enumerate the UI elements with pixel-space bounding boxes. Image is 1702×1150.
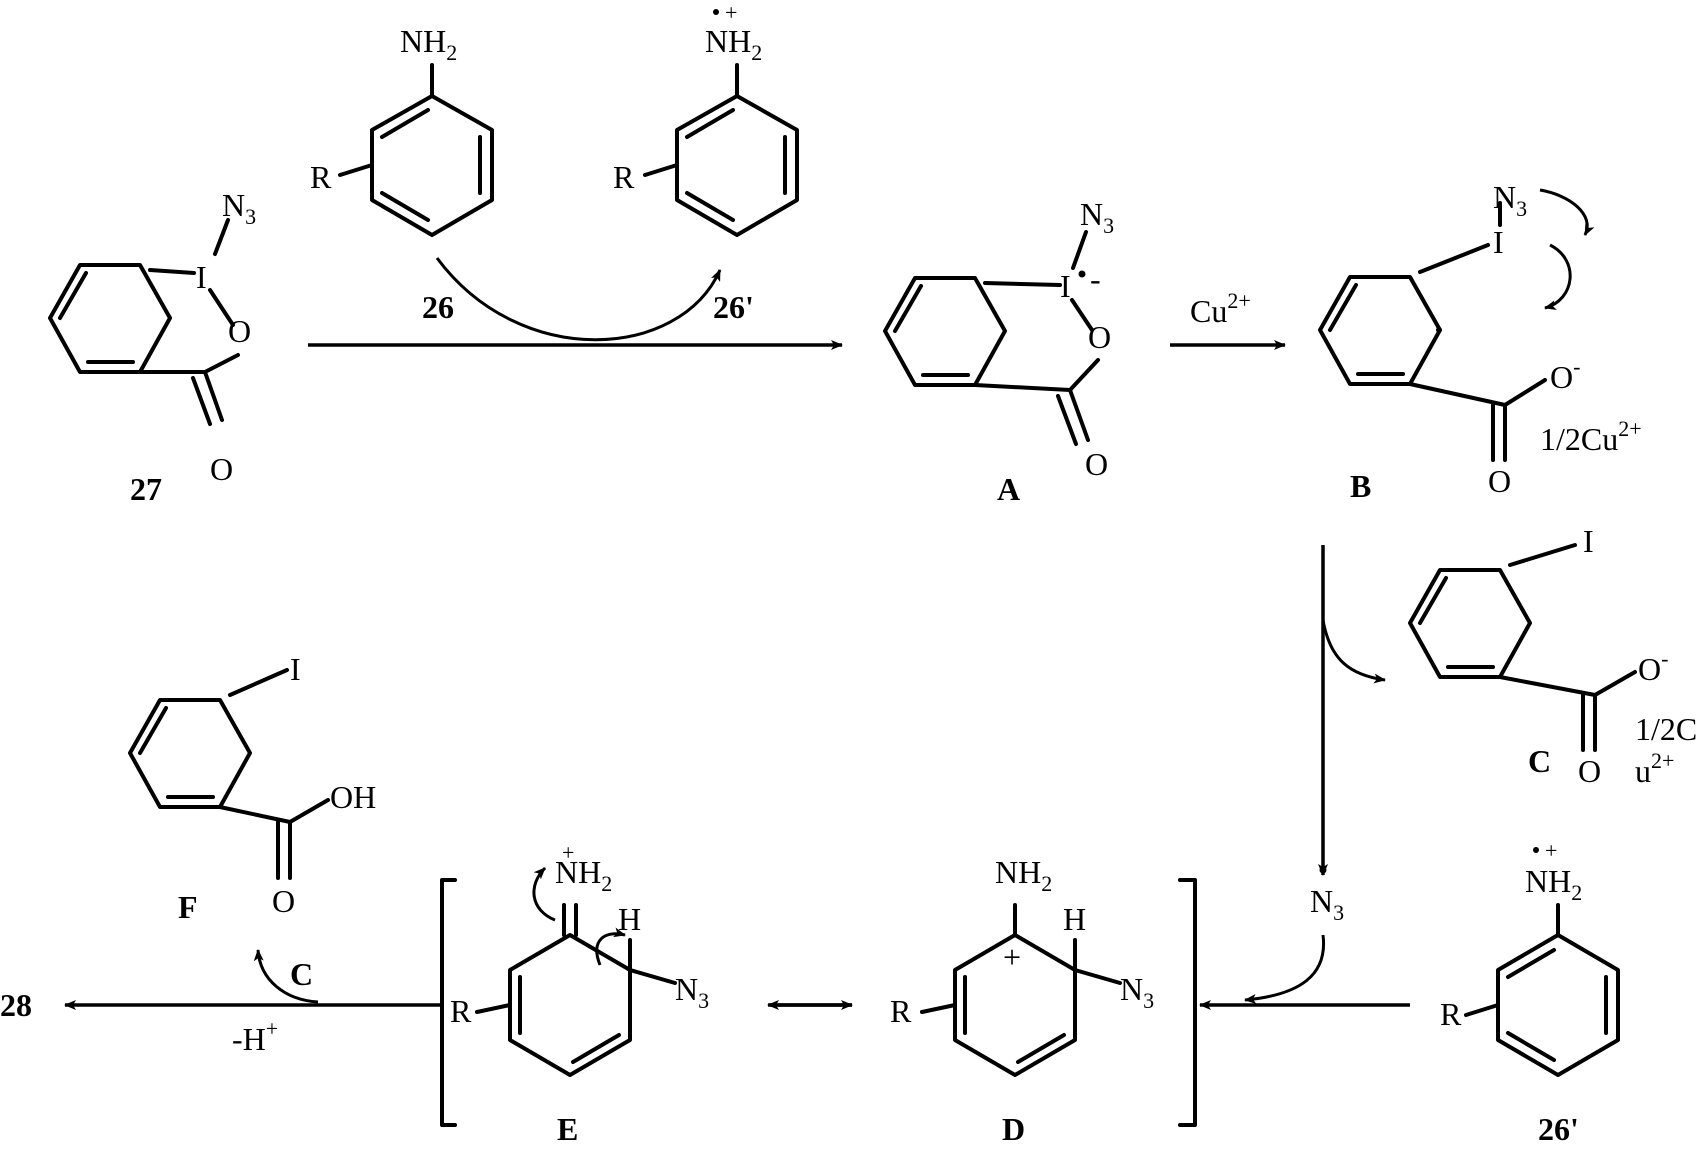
amine-label: NH2 bbox=[400, 23, 457, 65]
oxygen-atom: O bbox=[210, 451, 233, 487]
azide-label: N3 bbox=[222, 187, 256, 229]
iodine-atom: I bbox=[290, 651, 301, 687]
intermediate-B: I N3 O- O 1/2Cu2+ B bbox=[1318, 179, 1642, 504]
compound-27: I O O N3 27 bbox=[48, 187, 256, 507]
half-copper-label: 1/2C bbox=[1635, 711, 1697, 747]
azide-label: N3 bbox=[1310, 883, 1344, 925]
iodine-atom: I bbox=[196, 259, 207, 295]
compound-F: I OH O F bbox=[128, 651, 376, 925]
curved-arrow bbox=[253, 949, 319, 1004]
label-26: 26 bbox=[422, 289, 454, 325]
label-F: F bbox=[178, 889, 198, 925]
deprotonation-label: -H+ bbox=[232, 1016, 278, 1057]
azide-radical: N3 bbox=[1310, 866, 1344, 925]
intermediate-D: NH2 + H N3 R D bbox=[890, 854, 1154, 1147]
compound-26: NH2 R 26 bbox=[310, 23, 494, 325]
oxygen-atom: O bbox=[228, 313, 251, 349]
label-C: C bbox=[1528, 743, 1551, 779]
iodine-atom: I bbox=[1493, 224, 1504, 260]
label-B: B bbox=[1350, 468, 1371, 504]
azide-label: N3 bbox=[1080, 196, 1114, 238]
plus-charge: + bbox=[1545, 838, 1557, 863]
r-group: R bbox=[450, 993, 472, 1029]
oxygen-atom: O bbox=[1085, 446, 1108, 482]
plus-charge: + bbox=[725, 0, 737, 25]
oxygen-anion: O- bbox=[1638, 646, 1668, 687]
amine-radical-label: NH2 bbox=[1525, 863, 1582, 905]
reagent-C-label: C bbox=[290, 956, 313, 992]
compound-26-prime-bottom: NH2 + R 26' bbox=[1440, 838, 1620, 1147]
label-26-prime: 26' bbox=[1538, 1111, 1579, 1147]
curved-arrow bbox=[1244, 934, 1326, 1004]
azide-label: N3 bbox=[1493, 179, 1527, 221]
curved-arrow bbox=[1544, 243, 1572, 310]
intermediate-A: I - O O N3 A bbox=[883, 196, 1114, 507]
hydroxyl-label: OH bbox=[330, 779, 376, 815]
right-bracket bbox=[1178, 878, 1197, 1127]
iodine-atom: I bbox=[1583, 523, 1594, 559]
electron-transfer-arrow bbox=[435, 257, 722, 342]
minus-charge: - bbox=[1090, 261, 1101, 297]
oxygen-atom: O bbox=[1088, 319, 1111, 355]
curved-arrow bbox=[1539, 188, 1595, 236]
curved-arrow bbox=[595, 927, 626, 966]
amine-label: NH2 bbox=[995, 854, 1052, 896]
oxygen-anion: O- bbox=[1550, 354, 1580, 395]
oxygen-atom: O bbox=[1578, 753, 1601, 789]
oxygen-atom: O bbox=[1488, 463, 1511, 499]
azide-label: N3 bbox=[1120, 971, 1154, 1013]
compound-C: I O- O 1/2C u2+ C bbox=[1408, 523, 1697, 789]
plus-charge: + bbox=[562, 840, 574, 865]
label-26-prime: 26' bbox=[713, 289, 754, 325]
label-E: E bbox=[557, 1111, 578, 1147]
left-bracket bbox=[440, 878, 457, 1127]
r-group: R bbox=[890, 993, 912, 1029]
azide-label: N3 bbox=[675, 971, 709, 1013]
r-group: R bbox=[613, 159, 635, 195]
iminium-label: NH2 bbox=[555, 854, 612, 896]
compound-26-prime-top: NH2 + R 26' bbox=[613, 0, 799, 325]
intermediate-E: NH2 + H N3 R E bbox=[450, 840, 709, 1147]
r-group: R bbox=[310, 159, 332, 195]
half-copper-label: 1/2Cu2+ bbox=[1540, 416, 1642, 457]
label-27: 27 bbox=[130, 471, 162, 507]
oxygen-atom: O bbox=[272, 883, 295, 919]
r-group: R bbox=[1440, 996, 1462, 1032]
half-copper-label-cont: u2+ bbox=[1635, 748, 1674, 789]
hydrogen-atom: H bbox=[618, 901, 641, 937]
product-28-label: 28 bbox=[0, 987, 32, 1023]
curved-arrow bbox=[532, 866, 556, 922]
curved-arrow bbox=[1321, 619, 1386, 684]
hydrogen-atom: H bbox=[1063, 901, 1086, 937]
iodine-atom: I bbox=[1060, 268, 1071, 304]
amine-radical-label: NH2 bbox=[705, 23, 762, 65]
copper-reagent: Cu2+ bbox=[1190, 288, 1251, 329]
label-D: D bbox=[1002, 1111, 1025, 1147]
label-A: A bbox=[997, 471, 1020, 507]
plus-charge: + bbox=[1003, 939, 1021, 975]
